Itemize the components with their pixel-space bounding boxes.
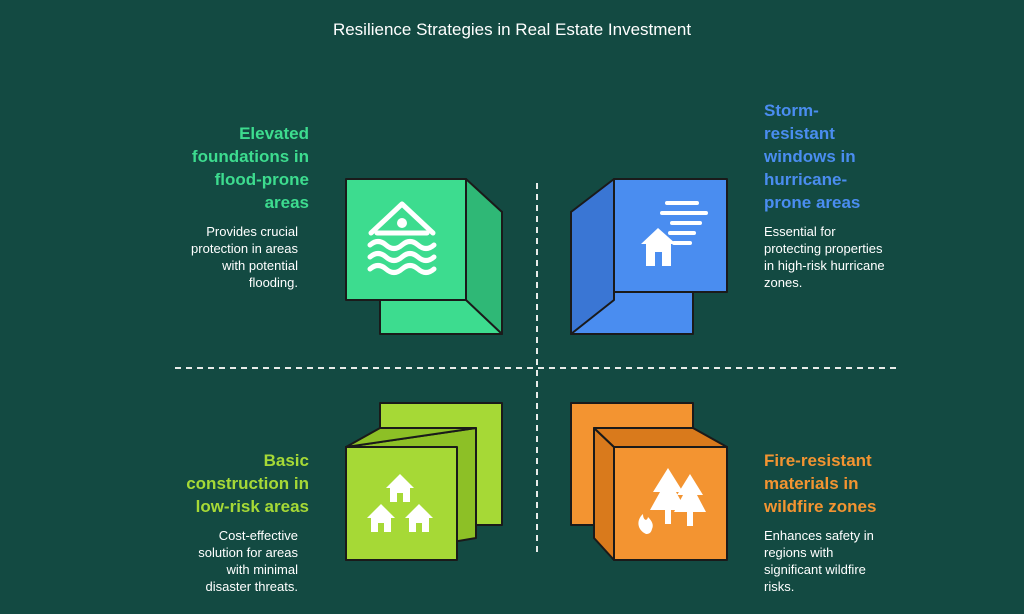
heading-elevated-foundations: Elevated foundations in flood-prone area… (192, 122, 309, 214)
heading-line: low-risk areas (195, 497, 309, 516)
house-cluster-icon (367, 474, 433, 532)
desc-line: Cost-effective (218, 528, 298, 543)
desc-line: significant wildfire (764, 562, 866, 577)
heading-line: Basic (263, 451, 309, 470)
desc-line: disaster threats. (205, 579, 299, 594)
heading-line: prone areas (764, 193, 861, 212)
desc-line: with potential (222, 258, 298, 273)
desc-line: Provides crucial (206, 224, 298, 239)
wildfire-block (570, 402, 728, 561)
heading-line: wildfire zones (764, 497, 877, 516)
heading-line: Fire-resistant (764, 451, 872, 470)
house-wind-icon (641, 201, 708, 266)
desc-line: flooding. (248, 275, 298, 290)
desc-elevated-foundations: Provides crucial protection in areas wit… (191, 223, 298, 291)
desc-storm-windows: Essential for protecting properties in h… (764, 223, 885, 291)
desc-line: Enhances safety in (764, 528, 874, 543)
forest-fire-icon (638, 468, 706, 534)
heading-line: foundations in (191, 147, 309, 166)
heading-line: materials in (764, 474, 859, 493)
heading-fire-resistant: Fire-resistant materials in wildfire zon… (764, 449, 876, 518)
heading-basic-construction: Basic construction in low-risk areas (186, 449, 309, 518)
storm-block (570, 178, 728, 335)
desc-basic-construction: Cost-effective solution for areas with m… (198, 527, 298, 595)
heading-line: hurricane- (764, 170, 848, 189)
desc-line: solution for areas (198, 545, 298, 560)
heading-line: resistant (764, 124, 835, 143)
heading-line: construction in (186, 474, 309, 493)
heading-line: Elevated (239, 124, 309, 143)
desc-line: protecting properties (764, 241, 883, 256)
desc-fire-resistant: Enhances safety in regions with signific… (764, 527, 874, 595)
desc-line: in high-risk hurricane (764, 258, 885, 273)
desc-line: regions with (764, 545, 834, 560)
heading-line: windows in (764, 147, 856, 166)
heading-line: areas (264, 193, 309, 212)
heading-storm-windows: Storm- resistant windows in hurricane- p… (764, 99, 860, 214)
desc-line: zones. (764, 275, 803, 290)
desc-line: Essential for (764, 224, 836, 239)
flooded-house-icon (367, 201, 437, 275)
page-title: Resilience Strategies in Real Estate Inv… (332, 20, 692, 39)
low-risk-block (345, 402, 503, 561)
desc-line: protection in areas (191, 241, 298, 256)
desc-line: with minimal (226, 562, 298, 577)
desc-line: risks. (764, 579, 795, 594)
heading-line: Storm- (764, 101, 819, 120)
heading-line: flood-prone (214, 170, 309, 189)
